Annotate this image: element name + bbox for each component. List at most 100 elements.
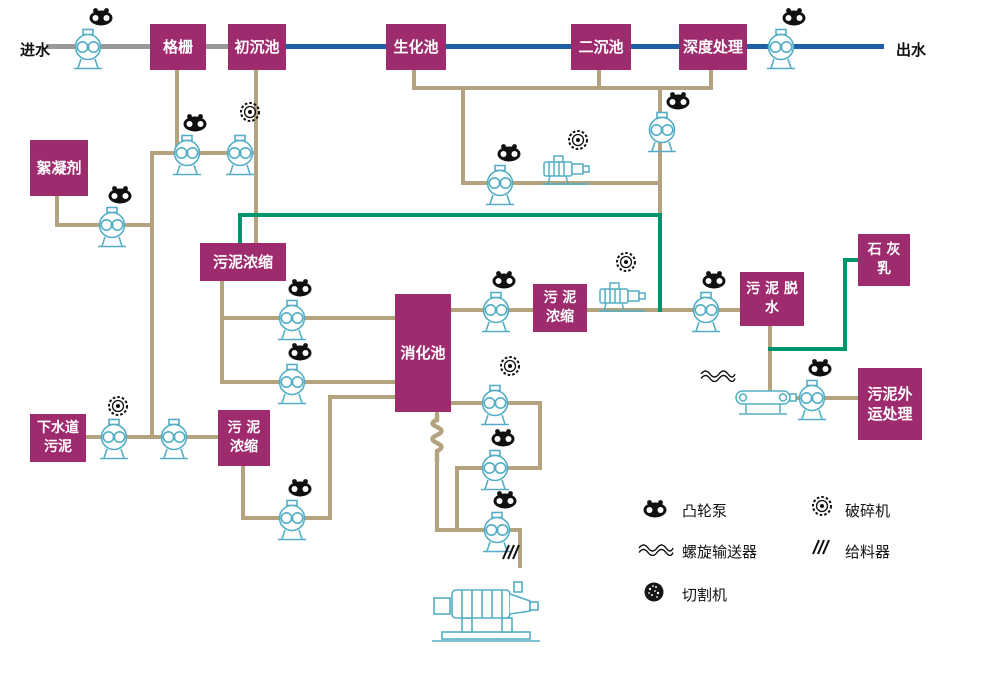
legend-screw-conveyor-icon [638, 544, 674, 556]
outlet-label: 出水 [896, 41, 927, 59]
cam-pump-icon [88, 6, 114, 26]
lobe-pump-icon [274, 363, 310, 407]
cam-pump-icon [287, 341, 313, 361]
crusher-icon [498, 354, 522, 378]
pipe [587, 308, 740, 312]
pipe [413, 86, 713, 90]
green-line [238, 213, 662, 217]
pipe [461, 181, 662, 185]
crusher-icon [566, 128, 590, 152]
process-box-primary-tank: 初沉池 [228, 24, 286, 70]
process-box-dewatering: 污 泥 脱 水 [740, 272, 804, 326]
cam-pump-icon [182, 112, 208, 132]
box-label: 污泥浓缩 [212, 252, 273, 271]
pipe [461, 88, 465, 185]
crusher-icon [614, 250, 638, 274]
legend-label-cam-pump: 凸轮泵 [682, 502, 728, 520]
crusher-icon [238, 100, 262, 124]
legend-label-screw-conveyor: 螺旋输送器 [682, 543, 758, 561]
lobe-pump-icon [477, 384, 513, 428]
pipe [220, 316, 397, 320]
process-box-advanced-treatment: 深度处理 [679, 24, 747, 70]
pipe [538, 401, 542, 470]
legend-label-feeder: 给料器 [845, 543, 891, 561]
cam-pump-icon [665, 90, 691, 110]
cam-pump-icon [701, 269, 727, 289]
legend-feeder-icon [810, 538, 832, 556]
lobe-pump-icon [644, 111, 680, 155]
screw-conveyor-machine [734, 386, 798, 418]
process-box-sludge-disposal: 污泥外 运处理 [858, 368, 922, 440]
process-box-thickening-bottom: 污 泥 浓缩 [218, 410, 270, 466]
lobe-pump-icon [763, 28, 799, 72]
cam-pump-icon [496, 142, 522, 162]
grinder-machine [596, 279, 648, 313]
box-label: 污 泥 浓缩 [543, 290, 577, 325]
box-label: 格栅 [162, 37, 193, 56]
box-label: 污 泥 脱 水 [746, 281, 798, 316]
box-label: 消化池 [400, 343, 446, 362]
pipe [220, 281, 224, 384]
box-label: 下水道 污泥 [37, 420, 79, 455]
process-box-bio-tank: 生化池 [386, 24, 446, 70]
pipe [435, 458, 439, 532]
pipe [150, 151, 154, 439]
box-label: 污泥外 运处理 [867, 384, 913, 423]
legend-label-cutter: 切割机 [682, 586, 728, 604]
box-label: 初沉池 [234, 37, 280, 56]
lobe-pump-icon [222, 134, 258, 178]
pipe [412, 70, 416, 90]
pipe [768, 326, 772, 391]
lobe-pump-icon [794, 379, 830, 423]
lobe-pump-icon [274, 499, 310, 543]
green-line [843, 258, 858, 262]
pipe [328, 395, 397, 399]
green-line [658, 213, 662, 312]
pipe-coil [427, 414, 447, 462]
cam-pump-icon [107, 184, 133, 204]
box-label: 生化池 [393, 37, 439, 56]
cam-pump-icon [781, 6, 807, 26]
pipe [86, 435, 218, 439]
pipe [709, 70, 713, 90]
pipe [796, 396, 858, 400]
lobe-pump-icon [482, 164, 518, 208]
pipe [241, 466, 245, 520]
cam-pump-icon [807, 357, 833, 377]
lobe-pump-icon [169, 134, 205, 178]
pipe [518, 528, 522, 568]
lobe-pump-icon [70, 28, 106, 72]
process-box-sewer-sludge: 下水道 污泥 [30, 414, 86, 462]
pipe [55, 196, 59, 227]
decanter-centrifuge [428, 566, 544, 644]
box-label: 污 泥 浓缩 [227, 420, 261, 455]
legend-crusher-icon [810, 494, 834, 518]
legend-cutter-icon [642, 580, 666, 604]
pipe [435, 528, 522, 532]
crusher-icon [106, 394, 130, 418]
process-box-thickening-mid: 污 泥 浓缩 [533, 284, 587, 332]
cam-pump-icon [287, 277, 313, 297]
cam-pump-icon [492, 489, 518, 509]
green-line [238, 213, 242, 245]
lobe-pump-icon [688, 291, 724, 335]
process-box-secondary-tank: 二沉池 [571, 24, 631, 70]
cam-pump-icon [491, 269, 517, 289]
lobe-pump-icon [477, 449, 513, 493]
lobe-pump-icon [94, 206, 130, 250]
grinder-machine [540, 152, 592, 186]
process-box-grid: 格栅 [150, 24, 206, 70]
box-label: 絮凝剂 [36, 158, 82, 177]
process-box-digester: 消化池 [395, 294, 451, 412]
lobe-pump-icon [96, 418, 132, 462]
pipe [254, 155, 258, 245]
feeder-icon [500, 543, 522, 561]
lobe-pump-icon [478, 291, 514, 335]
cam-pump-icon [287, 477, 313, 497]
lobe-pump-icon [274, 299, 310, 343]
cam-pump-icon [490, 427, 516, 447]
pipe [175, 70, 179, 155]
process-box-flocculant: 絮凝剂 [30, 140, 88, 196]
lobe-pump-icon [156, 418, 192, 462]
